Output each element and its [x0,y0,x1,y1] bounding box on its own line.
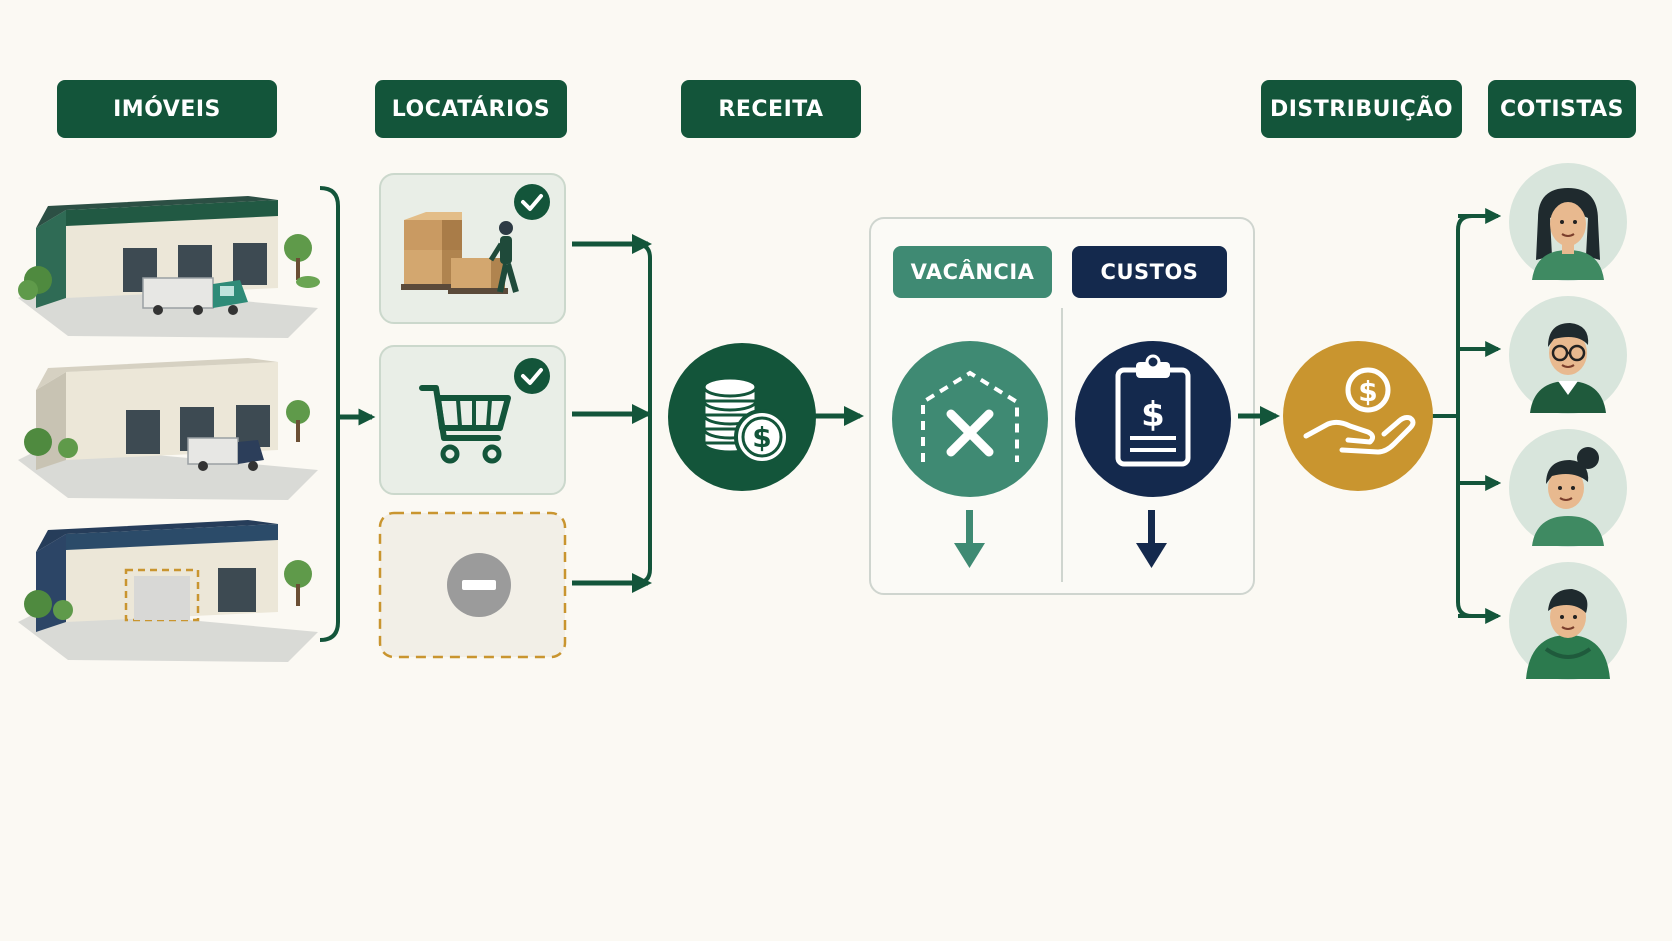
pallet-worker-icon [401,212,519,294]
shopping-cart-icon [419,385,511,464]
shareholder-woman-icon [1509,163,1627,281]
coins-dollar-icon: $ [668,343,816,491]
minus-circle-icon [447,553,511,617]
empty-building-x-icon [892,341,1048,497]
vacancy-down-arrow [954,510,985,568]
stage-label-imoveis: IMÓVEIS [57,80,277,138]
clipboard-dollar-icon: $ [1075,341,1231,497]
tenants-connectors [572,234,652,593]
shareholder-man-glasses-icon [1509,296,1627,414]
warehouse-empty-dock-icon [18,520,318,662]
warehouse-truck-icon [18,196,320,338]
hand-dollar-icon: $ [1283,341,1433,491]
warehouse-truck-icon [18,358,318,500]
check-icon [514,184,550,220]
svg-text:$: $ [1141,395,1165,435]
distribution-connectors [1432,208,1502,624]
deduction-label-custos: CUSTOS [1072,246,1227,298]
deduction-label-vacancia: VACÂNCIA [893,246,1052,298]
svg-text:$: $ [1358,375,1377,408]
check-icon [514,358,550,394]
shareholder-woman-bun-icon [1509,429,1627,547]
stage-label-distribuicao: DISTRIBUIÇÃO [1261,80,1462,138]
warehouses-bracket [319,186,376,642]
svg-text:$: $ [752,421,771,454]
stage-label-locatarios: LOCATÁRIOS [375,80,567,138]
stage-label-receita: RECEITA [681,80,861,138]
costs-down-arrow [1136,510,1167,568]
shareholder-man-hoodie-icon [1509,562,1627,680]
stage-label-cotistas: COTISTAS [1488,80,1636,138]
